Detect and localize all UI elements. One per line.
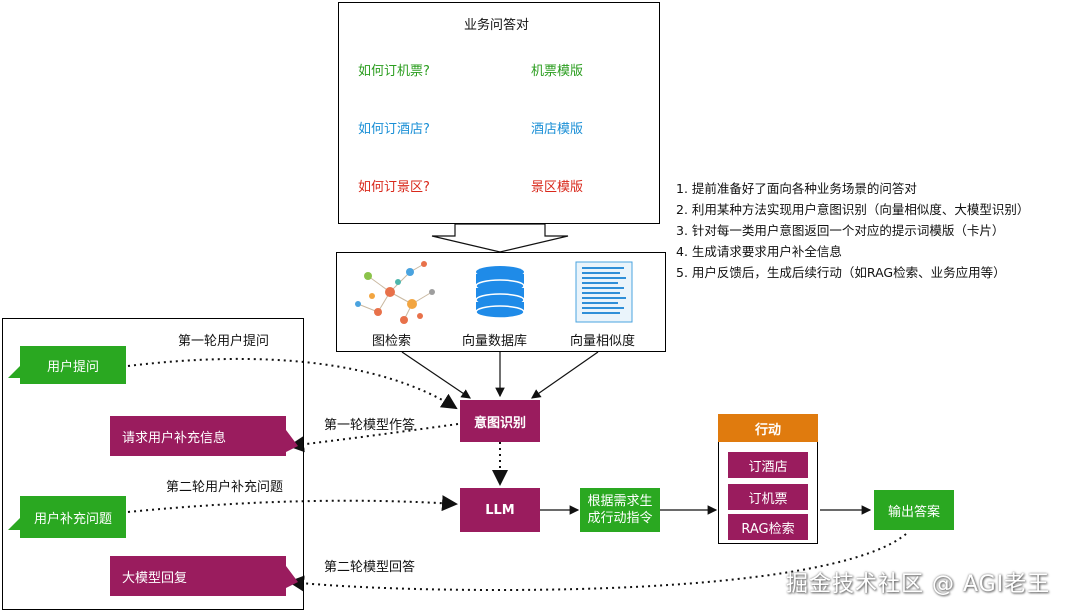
vector-similarity-icon: [575, 261, 633, 323]
retrieval-label-graph: 图检索: [372, 334, 412, 349]
step-item: 3. 针对每一类用户意图返回一个对应的提示词模版（卡片）: [676, 223, 1005, 238]
user-question-box: 用户提问: [20, 346, 126, 384]
arrow-sim-to-intent: [531, 351, 599, 399]
graph-network-icon: [355, 261, 435, 324]
edge-label-round2-model: 第二轮模型回答: [324, 560, 416, 575]
retrieval-label-database: 向量数据库: [462, 334, 528, 349]
step-item: 5. 用户反馈后，生成后续行动（如RAG检索、业务应用等）: [676, 265, 1006, 280]
qa-template-flight: 机票模版: [531, 64, 584, 79]
model-reply-label: 大模型回复: [122, 570, 188, 586]
callout-tail-reply: [286, 566, 298, 588]
qa-question-flight: 如何订机票?: [358, 64, 430, 79]
request-info-label: 请求用户补充信息: [122, 430, 227, 446]
dotted-intent-to-request: [288, 423, 459, 453]
user-supplement-box: 用户补充问题: [20, 496, 126, 538]
llm-node: LLM: [460, 488, 540, 532]
dotted-user-to-intent: [127, 357, 458, 410]
action-item-rag: RAG检索: [728, 514, 808, 540]
action-item-hotel: 订酒店: [728, 452, 808, 478]
callout-tail-request: [286, 430, 298, 452]
dotted-supplement-to-llm: [127, 495, 458, 513]
action-item-flight: 订机票: [728, 484, 808, 510]
action-panel-header: 行动: [718, 414, 818, 442]
intent-recognition-node: 意图识别: [460, 400, 540, 442]
watermark-text: 掘金技术社区 @ AGI老王: [786, 572, 1051, 597]
edge-label-round2-user: 第二轮用户补充问题: [166, 480, 284, 495]
arrow-graph-to-intent: [401, 351, 471, 399]
request-info-box: 请求用户补充信息: [110, 416, 286, 456]
qa-panel: [338, 2, 660, 224]
edge-label-round1-user: 第一轮用户提问: [178, 334, 270, 349]
conversation-panel: [2, 318, 304, 610]
database-icon: [475, 266, 525, 319]
qa-template-hotel: 酒店模版: [531, 122, 584, 137]
qa-question-scenic: 如何订景区?: [358, 180, 430, 195]
retrieval-panel: [336, 252, 666, 352]
qa-template-scenic: 景区模版: [531, 180, 584, 195]
callout-tail-user-question: [8, 366, 20, 378]
qa-panel-title: 业务问答对: [464, 18, 530, 33]
output-answer-node: 输出答案: [874, 490, 954, 530]
dotted-output-to-reply: [288, 533, 907, 592]
callout-tail-supplement: [8, 518, 20, 530]
generate-action-node: 根据需求生成行动指令: [580, 488, 660, 532]
step-item: 1. 提前准备好了面向各种业务场景的问答对: [676, 181, 917, 196]
qa-question-hotel: 如何订酒店?: [358, 122, 430, 137]
edge-label-round1-model: 第一轮模型作答: [324, 418, 416, 433]
step-item: 2. 利用某种方法实现用户意图识别（向量相似度、大模型识别）: [676, 202, 1030, 217]
step-item: 4. 生成请求要求用户补全信息: [676, 244, 842, 259]
model-reply-box: 大模型回复: [110, 556, 286, 596]
retrieval-label-similarity: 向量相似度: [570, 334, 636, 349]
big-down-arrow: [431, 223, 569, 253]
steps-list: 1. 提前准备好了面向各种业务场景的问答对 2. 利用某种方法实现用户意图识别（…: [676, 178, 1029, 283]
